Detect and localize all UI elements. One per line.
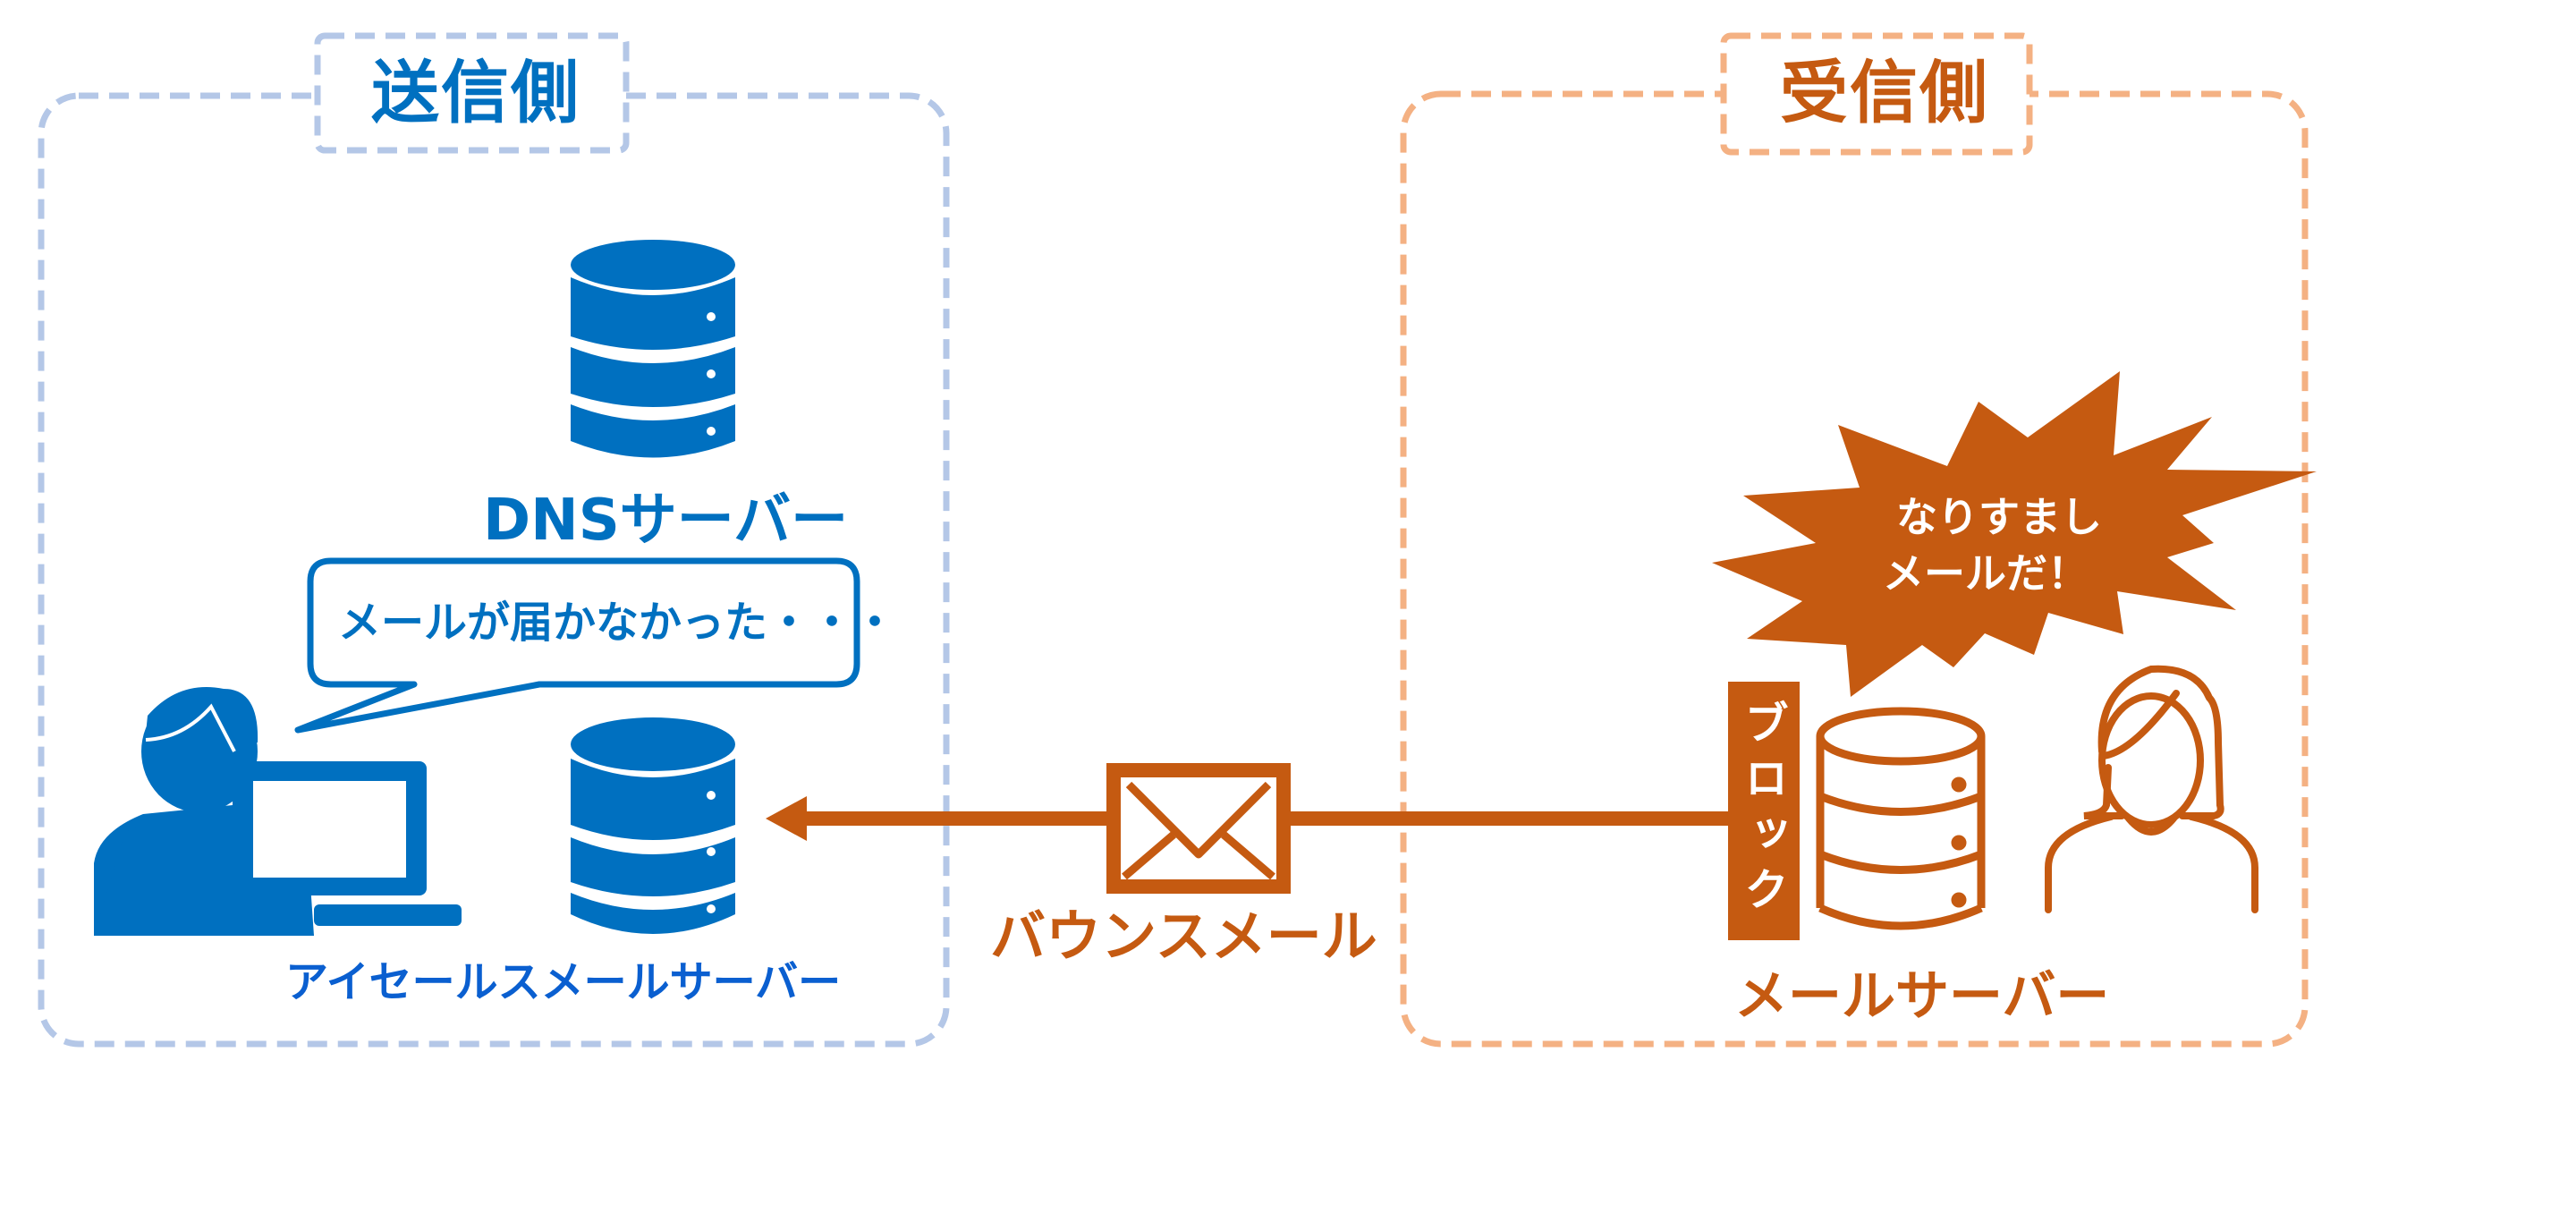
mail-server-database-icon	[571, 717, 735, 934]
spoofing-alert-line2: メールだ！	[1883, 549, 2089, 598]
receiver-title: 受信側	[1780, 53, 1989, 132]
block-bar	[1728, 682, 1800, 940]
user-at-computer-icon	[94, 687, 462, 936]
starburst-icon	[1712, 371, 2317, 697]
speech-bubble-text: メールが届かなかった・・・	[338, 598, 897, 648]
spoofing-alert-line1: なりすまし	[1896, 493, 2102, 541]
receiver-title-box	[1720, 32, 2033, 156]
woman-user-icon	[2045, 665, 2258, 913]
block-label: ブロック	[1737, 700, 1789, 921]
dns-server-label: DNSサーバー	[483, 488, 849, 554]
receiver-mail-server-database-outline-icon	[1816, 707, 1986, 930]
sender-title: 送信側	[371, 53, 580, 132]
receiver-mail-server-label: メールサーバー	[1734, 965, 2110, 1028]
arrow-left-icon	[766, 796, 807, 841]
speech-bubble	[294, 557, 860, 734]
envelope-icon	[1106, 763, 1291, 894]
sender-mail-server-label: アイセールスメールサーバー	[285, 957, 842, 1007]
bounce-mail-label: バウンスメール	[990, 904, 1377, 969]
dns-server-database-icon	[571, 240, 735, 458]
sender-title-box	[314, 32, 630, 154]
